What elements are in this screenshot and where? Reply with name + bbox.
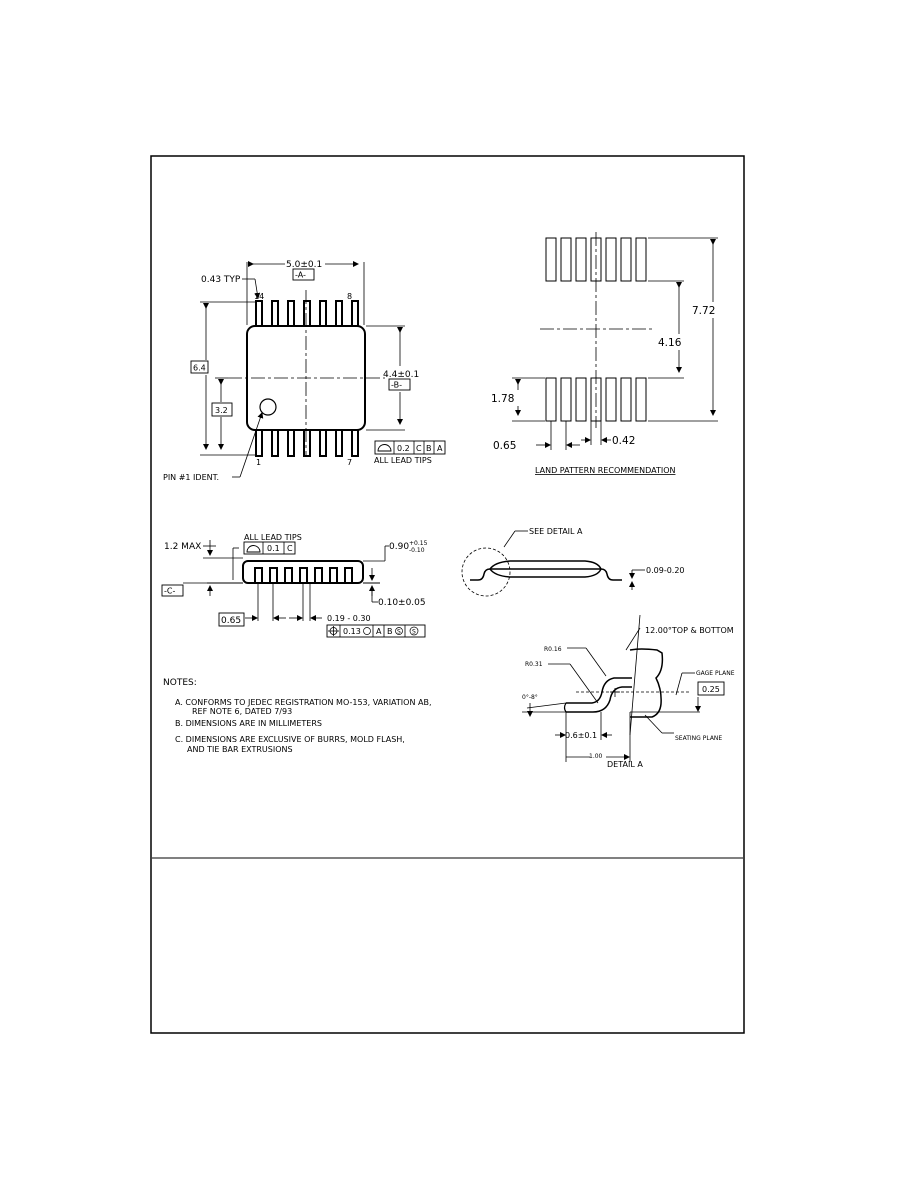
angle-12-label: 12.00°TOP & BOTTOM (645, 626, 734, 635)
notes-heading: NOTES: (163, 678, 197, 688)
drawing-border (150, 155, 745, 1034)
radius-r016: R0.16 (544, 646, 562, 653)
datum-a: -A- (295, 271, 306, 280)
svg-text:0.13: 0.13 (343, 627, 361, 636)
dim-lead-width: 0.43 TYP (201, 275, 241, 285)
all-lead-tips-note: ALL LEAD TIPS (374, 456, 432, 465)
svg-text:C: C (416, 444, 422, 453)
dim-body-length: 5.0±0.1 (286, 260, 322, 270)
dim-side-pitch: 0.65 (221, 616, 241, 626)
detail-a-view: 12.00°TOP & BOTTOM R0.16 R0.31 GAGE PLAN… (522, 614, 735, 769)
datum-b: -B- (391, 381, 402, 390)
note-a-line1: A. CONFORMS TO JEDEC REGISTRATION MO-153… (175, 698, 431, 707)
profile-tolerance-frame: 0.2 C B A (374, 440, 446, 455)
dim-lead-thickness: 0.09-0.20 (646, 566, 685, 575)
pin1-ident-label: PIN #1 IDENT. (163, 473, 219, 482)
svg-text:B: B (426, 444, 432, 453)
end-view: SEE DETAIL A 0.09-0.20 (461, 527, 685, 597)
gage-value: 0.25 (702, 685, 720, 694)
svg-text:A: A (437, 444, 443, 453)
mmc-icon (363, 627, 371, 635)
dim-land-inner: 4.16 (658, 337, 682, 349)
top-leads (255, 300, 359, 328)
pin-7-label: 7 (347, 458, 352, 467)
dim-footprint: 1.00 (589, 753, 603, 760)
svg-text:0.2: 0.2 (397, 444, 410, 453)
pin-14-label: 14 (254, 292, 264, 301)
note-c-line2: AND TIE BAR EXTRUSIONS (187, 745, 293, 754)
top-view: 5.0±0.1 -A- 0.43 TYP 14 8 1 7 6.4 3.2 4.… (163, 260, 446, 482)
svg-text:C: C (287, 544, 293, 553)
detail-circle (461, 547, 511, 597)
land-pattern-view: 7.72 4.16 1.78 0.65 0.42 LAND PATTERN RE… (491, 232, 718, 475)
svg-text:A: A (376, 627, 382, 636)
gage-plane-label: GAGE PLANE (696, 670, 735, 677)
dim-land-pitch: 0.65 (493, 440, 516, 452)
svg-text:S: S (397, 629, 401, 636)
svg-text:S: S (412, 629, 416, 636)
dim-land-total: 7.72 (692, 305, 715, 317)
land-pattern-caption: LAND PATTERN RECOMMENDATION (535, 466, 675, 475)
svg-text:0.1: 0.1 (267, 544, 280, 553)
datum-c: -C- (164, 587, 175, 596)
detail-a-caption: DETAIL A (607, 760, 643, 769)
note-a-line2: REF NOTE 6, DATED 7/93 (192, 707, 292, 716)
pin-8-label: 8 (347, 292, 352, 301)
note-b: B. DIMENSIONS ARE IN MILLIMETERS (175, 719, 322, 728)
see-detail-a: SEE DETAIL A (529, 527, 583, 536)
rfs-icon (409, 626, 419, 636)
dim-lead-range: 0.19 - 0.30 (327, 614, 371, 623)
flatness-frame: 0.1 C (243, 541, 296, 555)
svg-text:-0.10: -0.10 (409, 547, 425, 554)
dim-foot-length: 0.6±0.1 (565, 731, 597, 740)
foot-angle-label: 0°-8° (522, 694, 538, 701)
pin-1-label: 1 (256, 458, 261, 467)
dim-half-width: 3.2 (215, 406, 228, 415)
svg-text:+0.15: +0.15 (409, 540, 428, 547)
side-leads (254, 567, 353, 584)
notes-block: NOTES: A. CONFORMS TO JEDEC REGISTRATION… (163, 678, 431, 754)
bottom-leads (255, 429, 359, 457)
svg-text:B: B (387, 627, 393, 636)
position-tolerance-frame: 0.13 A B S S (326, 624, 426, 638)
radius-r031: R0.31 (525, 661, 543, 668)
dim-land-pad-length: 1.78 (491, 393, 514, 405)
dim-max-height: 1.2 MAX (164, 542, 201, 552)
pin1-dot (259, 398, 277, 416)
seating-plane-label: SEATING PLANE (675, 735, 722, 742)
dim-body-width: 4.4±0.1 (383, 370, 419, 380)
rfs-icon (395, 627, 403, 635)
profile-surface-icon (377, 444, 392, 452)
side-all-lead-tips: ALL LEAD TIPS (244, 533, 302, 542)
side-view: 1.2 MAX ALL LEAD TIPS 0.1 C 0.90 +0.15 -… (161, 533, 428, 638)
dim-land-pad-width: 0.42 (612, 435, 635, 447)
dim-overall-width: 6.4 (193, 364, 206, 373)
dim-standoff: 0.10±0.05 (378, 598, 426, 608)
note-c-line1: C. DIMENSIONS ARE EXCLUSIVE OF BURRS, MO… (175, 735, 405, 744)
profile-surface-icon (246, 545, 261, 553)
dim-body-thickness: 0.90 (389, 542, 409, 552)
